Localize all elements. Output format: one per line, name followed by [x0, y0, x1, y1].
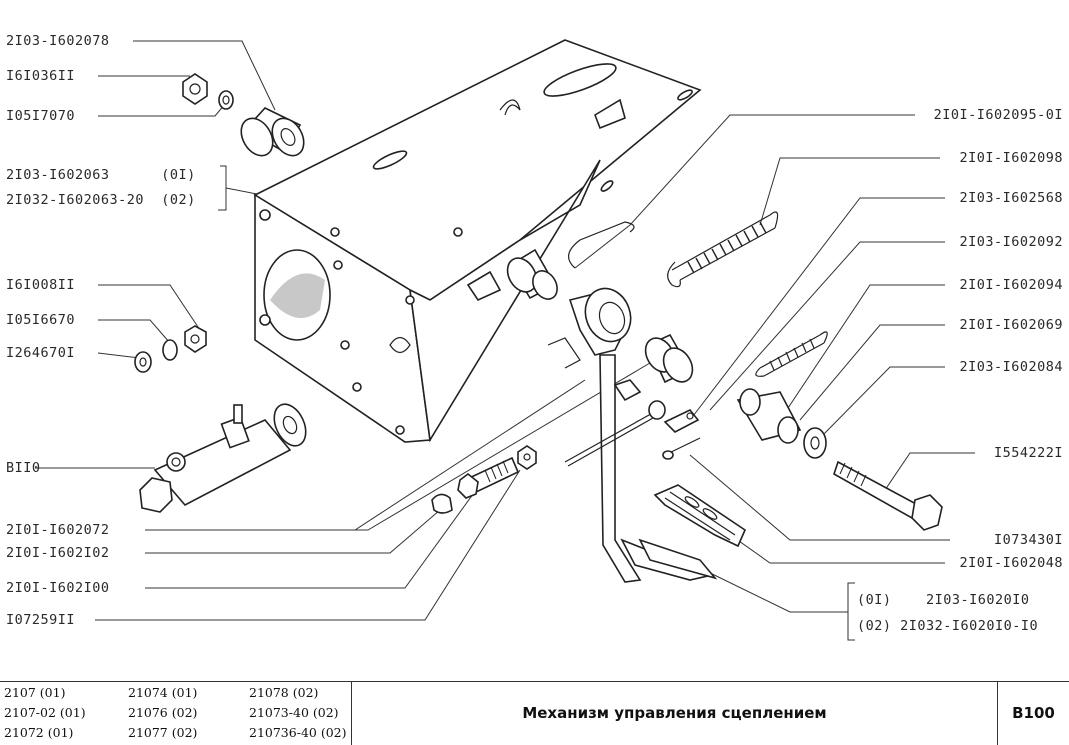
models-column-2: 21074 (01) 21076 (02) 21077 (02) [128, 683, 197, 743]
part-label: 2I03-I602084 [959, 359, 1063, 375]
bracket-pivot [389, 336, 411, 354]
nut-washer-middle [134, 325, 207, 373]
leader-r2 [759, 157, 940, 226]
bracket-l4-l5 [218, 165, 227, 211]
model-entry: 2107-02 (01) [4, 705, 86, 720]
leader-r4 [709, 241, 945, 411]
leader-l8 [97, 352, 141, 359]
washer-105166 [162, 339, 178, 361]
part-label: 2I0I-I602I02 [6, 545, 110, 561]
part-label: I6I008II [6, 277, 76, 293]
washer-126467 [134, 351, 152, 373]
leader-r7 [817, 366, 945, 441]
leader-r1 [574, 114, 915, 269]
springs [568, 211, 828, 377]
part-label: 2I0I-I602048 [959, 555, 1063, 571]
part-label: 2I0I-I602095-0I [933, 107, 1063, 123]
models-column-3: 21078 (02) 21073-40 (02) 210736-40 (02) [249, 683, 346, 743]
clevis-plate [663, 409, 700, 433]
title-block-divider [351, 682, 352, 745]
washer-105170 [218, 90, 234, 110]
title-block: 2107 (01) 2107-02 (01) 21072 (01) 21074 … [0, 681, 1069, 745]
part-label: (0I) 2I03-I6020I0 [857, 592, 1030, 608]
left-leader-lines [35, 40, 656, 621]
part-label: I6I036II [6, 68, 76, 84]
washer-2103-1602084 [803, 427, 827, 459]
nut-161008 [184, 325, 207, 353]
model-entry: 21074 (01) [128, 685, 198, 700]
right-leader-lines [574, 114, 975, 641]
part-label: 2I032-I602063-20 (02) [6, 192, 196, 208]
pedal-bracket [253, 39, 702, 443]
leader-r6 [799, 324, 945, 421]
part-label: I05I6670 [6, 312, 76, 328]
part-label: 2I0I-I602094 [959, 277, 1063, 293]
leader-r8 [884, 452, 975, 491]
model-entry: 21076 (02) [128, 705, 198, 720]
leader-l7 [98, 319, 171, 344]
bracket-r11-r12 [847, 582, 855, 641]
part-label: I554222I [993, 445, 1063, 461]
page-code: B100 [1012, 704, 1055, 722]
model-entry: 21073-40 (02) [249, 705, 339, 720]
part-label: (02) 2I032-I6020I0-I0 [857, 618, 1039, 634]
pedal-axle-bolt [833, 460, 920, 520]
bracket-slot [543, 63, 617, 97]
cap-nut-2101-1602102 [431, 493, 453, 514]
model-entry: 21072 (01) [4, 725, 74, 740]
spring-2101-1602098 [667, 211, 779, 288]
part-label: BII0 [6, 460, 41, 476]
leader-r11 [699, 567, 848, 613]
nut-washer-top [182, 73, 234, 110]
part-label: 2I03-I602092 [959, 234, 1063, 250]
pedal-pad [653, 484, 747, 548]
models-column-1: 2107 (01) 2107-02 (01) 21072 (01) [4, 683, 86, 743]
model-entry: 210736-40 (02) [249, 725, 347, 740]
part-label: 2I0I-I602098 [959, 150, 1063, 166]
push-rod [564, 409, 659, 463]
part-label: 2I03-I602078 [6, 33, 110, 49]
leader-r9 [689, 454, 950, 541]
leader-l13 [95, 469, 521, 621]
part-label: I073430I [993, 532, 1063, 548]
leader-l3 [98, 103, 226, 117]
spring-2101-1602094 [755, 331, 828, 377]
part-label: 2I0I-I602072 [6, 522, 110, 538]
part-label: 2I03-I602568 [959, 190, 1063, 206]
leader-r3 [689, 197, 945, 421]
bracket-large-hole [263, 249, 331, 341]
part-label: I07259II [6, 612, 76, 628]
leader-l1 [133, 40, 276, 111]
part-label: I264670I [6, 345, 76, 361]
leader-l12 [145, 489, 477, 589]
model-entry: 21078 (02) [249, 685, 319, 700]
bushing-part [240, 107, 305, 157]
leader-r5 [779, 284, 945, 421]
master-cylinder [139, 403, 307, 513]
part-label: 2I03-I602063 (0I) [6, 167, 196, 183]
exploded-view-drawing [35, 39, 975, 641]
bracket-side [409, 159, 601, 443]
title-block-divider [997, 682, 998, 745]
part-label: 2I0I-I602069 [959, 317, 1063, 333]
nut-107259 [517, 445, 537, 470]
small-hardware [431, 388, 943, 531]
pedal-bushings [506, 248, 694, 384]
nut-161036 [182, 73, 208, 105]
clutch-pedal [547, 287, 718, 583]
part-label: I05I7070 [6, 108, 76, 124]
leader-l6 [98, 284, 201, 331]
page-title: Механизм управления сцеплением [522, 704, 827, 722]
return-spring-clip [568, 221, 635, 269]
leader-l10b [145, 359, 656, 531]
leader-l11 [145, 509, 441, 554]
model-entry: 21077 (02) [128, 725, 198, 740]
part-label: 2I0I-I602I00 [6, 580, 110, 596]
bracket-clip [499, 99, 521, 116]
cylinder-end-nut [139, 477, 173, 513]
model-entry: 2107 (01) [4, 685, 66, 700]
